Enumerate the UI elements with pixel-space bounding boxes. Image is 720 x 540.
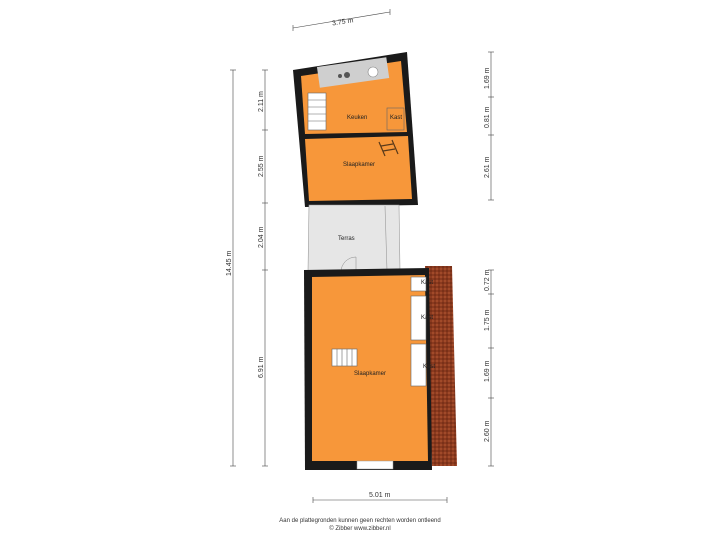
label-keuken: Keuken (347, 115, 367, 121)
dimension-right-bottom (488, 269, 494, 467)
dim-left-total: 14.45 m (226, 251, 233, 276)
kast-cabinet-3 (410, 343, 427, 387)
dim-bottom-width: 5.01 m (369, 492, 391, 499)
ladder-icon (378, 139, 399, 157)
dimension-left-segments (262, 69, 268, 467)
dim-right-top-3: 2.61 m (484, 156, 491, 178)
stairs-top (307, 92, 327, 131)
footer-credit: © Zibber www.zibber.nl (329, 526, 391, 532)
dim-left-seg-1: 2.11 m (258, 91, 265, 112)
room-slaapkamer-top (305, 136, 412, 201)
roof-tiles (425, 266, 457, 466)
kitchen-counter (316, 57, 390, 88)
footer-disclaimer: Aan de plattegronden kunnen geen rechten… (279, 518, 441, 524)
sink-icon (367, 66, 379, 78)
window-bottom (356, 460, 394, 470)
dim-right-top-1: 1.69 m (484, 67, 491, 89)
dim-left-seg-4: 6.91 m (258, 356, 265, 378)
kast-cabinet-1 (410, 276, 427, 292)
dim-right-top-2: 0.81 m (484, 106, 491, 128)
label-kast-3: Kast (423, 364, 435, 370)
kast-top-cabinet (386, 107, 405, 131)
dim-top-width: 3.75 m (332, 17, 354, 27)
dim-left-seg-3: 2.04 m (258, 226, 265, 248)
stove-icon-2 (338, 74, 342, 78)
room-slaapkamer-bottom (312, 275, 428, 461)
dimension-top (292, 9, 391, 31)
dim-right-bottom-4: 2.60 m (484, 420, 491, 442)
kast-cabinet-2 (410, 295, 427, 341)
label-slaapkamer-top: Slaapkamer (343, 162, 375, 168)
dimension-left-total (230, 69, 236, 467)
stairs-bottom (331, 348, 358, 367)
label-slaapkamer-bottom: Slaapkamer (354, 371, 386, 377)
dim-left-seg-2: 2.55 m (258, 155, 265, 177)
dim-right-bottom-3: 1.69 m (484, 360, 491, 382)
label-terras: Terras (338, 236, 355, 242)
label-kast-1: Kast (421, 280, 433, 286)
dim-right-bottom-1: 0.72 m (484, 269, 491, 291)
dimension-bottom (312, 497, 448, 503)
dim-right-bottom-2: 1.75 m (484, 309, 491, 331)
label-kast-2: Kast (421, 315, 433, 321)
dimension-right-top (488, 51, 494, 201)
label-kast-top: Kast (390, 115, 402, 121)
stove-icon (344, 72, 350, 78)
